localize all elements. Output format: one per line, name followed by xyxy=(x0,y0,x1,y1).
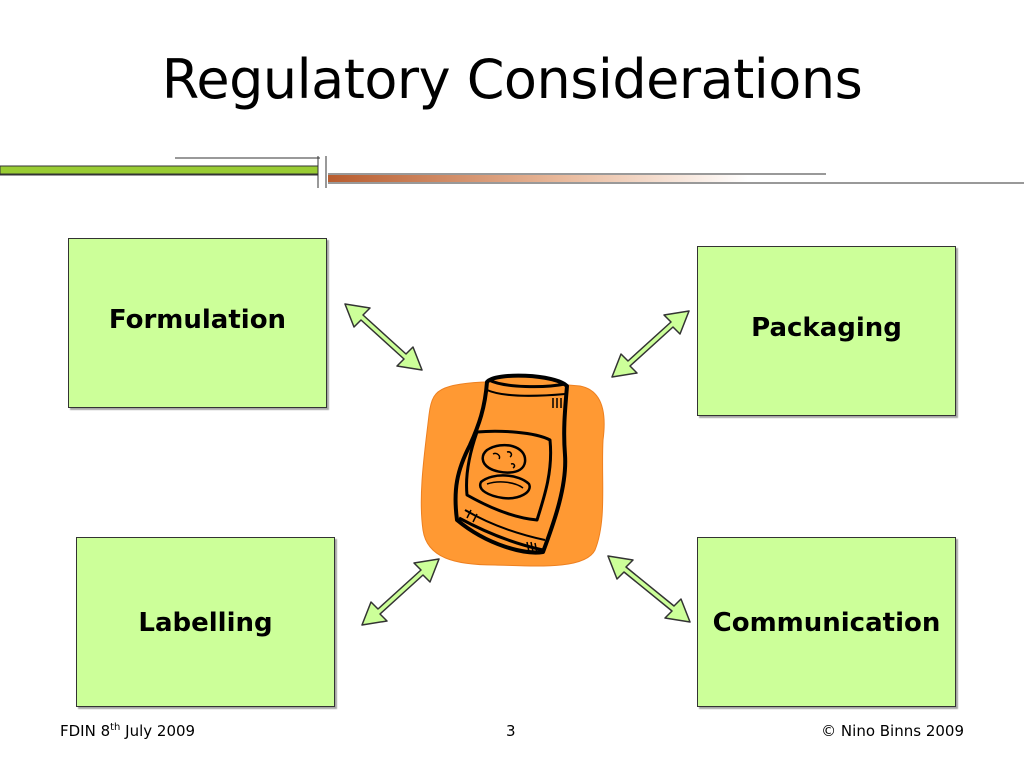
packaging-arrow xyxy=(611,310,690,378)
food-bag-icon xyxy=(420,373,605,567)
footer-date-superscript: th xyxy=(110,722,121,733)
communication-arrow xyxy=(607,555,691,623)
communication-box: Communication xyxy=(697,537,956,707)
formulation-box: Formulation xyxy=(68,238,327,408)
communication-label: Communication xyxy=(712,608,941,638)
footer-page-number: 3 xyxy=(506,722,516,740)
footer-date: FDIN 8th July 2009 xyxy=(60,722,195,740)
packaging-label: Packaging xyxy=(751,313,902,343)
formulation-label: Formulation xyxy=(108,305,287,335)
footer-copyright: © Nino Binns 2009 xyxy=(821,722,964,740)
labelling-arrow xyxy=(361,558,440,626)
labelling-box: Labelling xyxy=(76,537,335,707)
packaging-box: Packaging xyxy=(697,246,956,416)
title-divider xyxy=(0,156,1024,188)
slide-title: Regulatory Considerations xyxy=(161,48,863,111)
labelling-label: Labelling xyxy=(138,608,273,638)
footer-date-suffix: July 2009 xyxy=(120,722,196,740)
formulation-arrow xyxy=(344,303,423,371)
footer-date-prefix: FDIN 8 xyxy=(60,722,111,740)
